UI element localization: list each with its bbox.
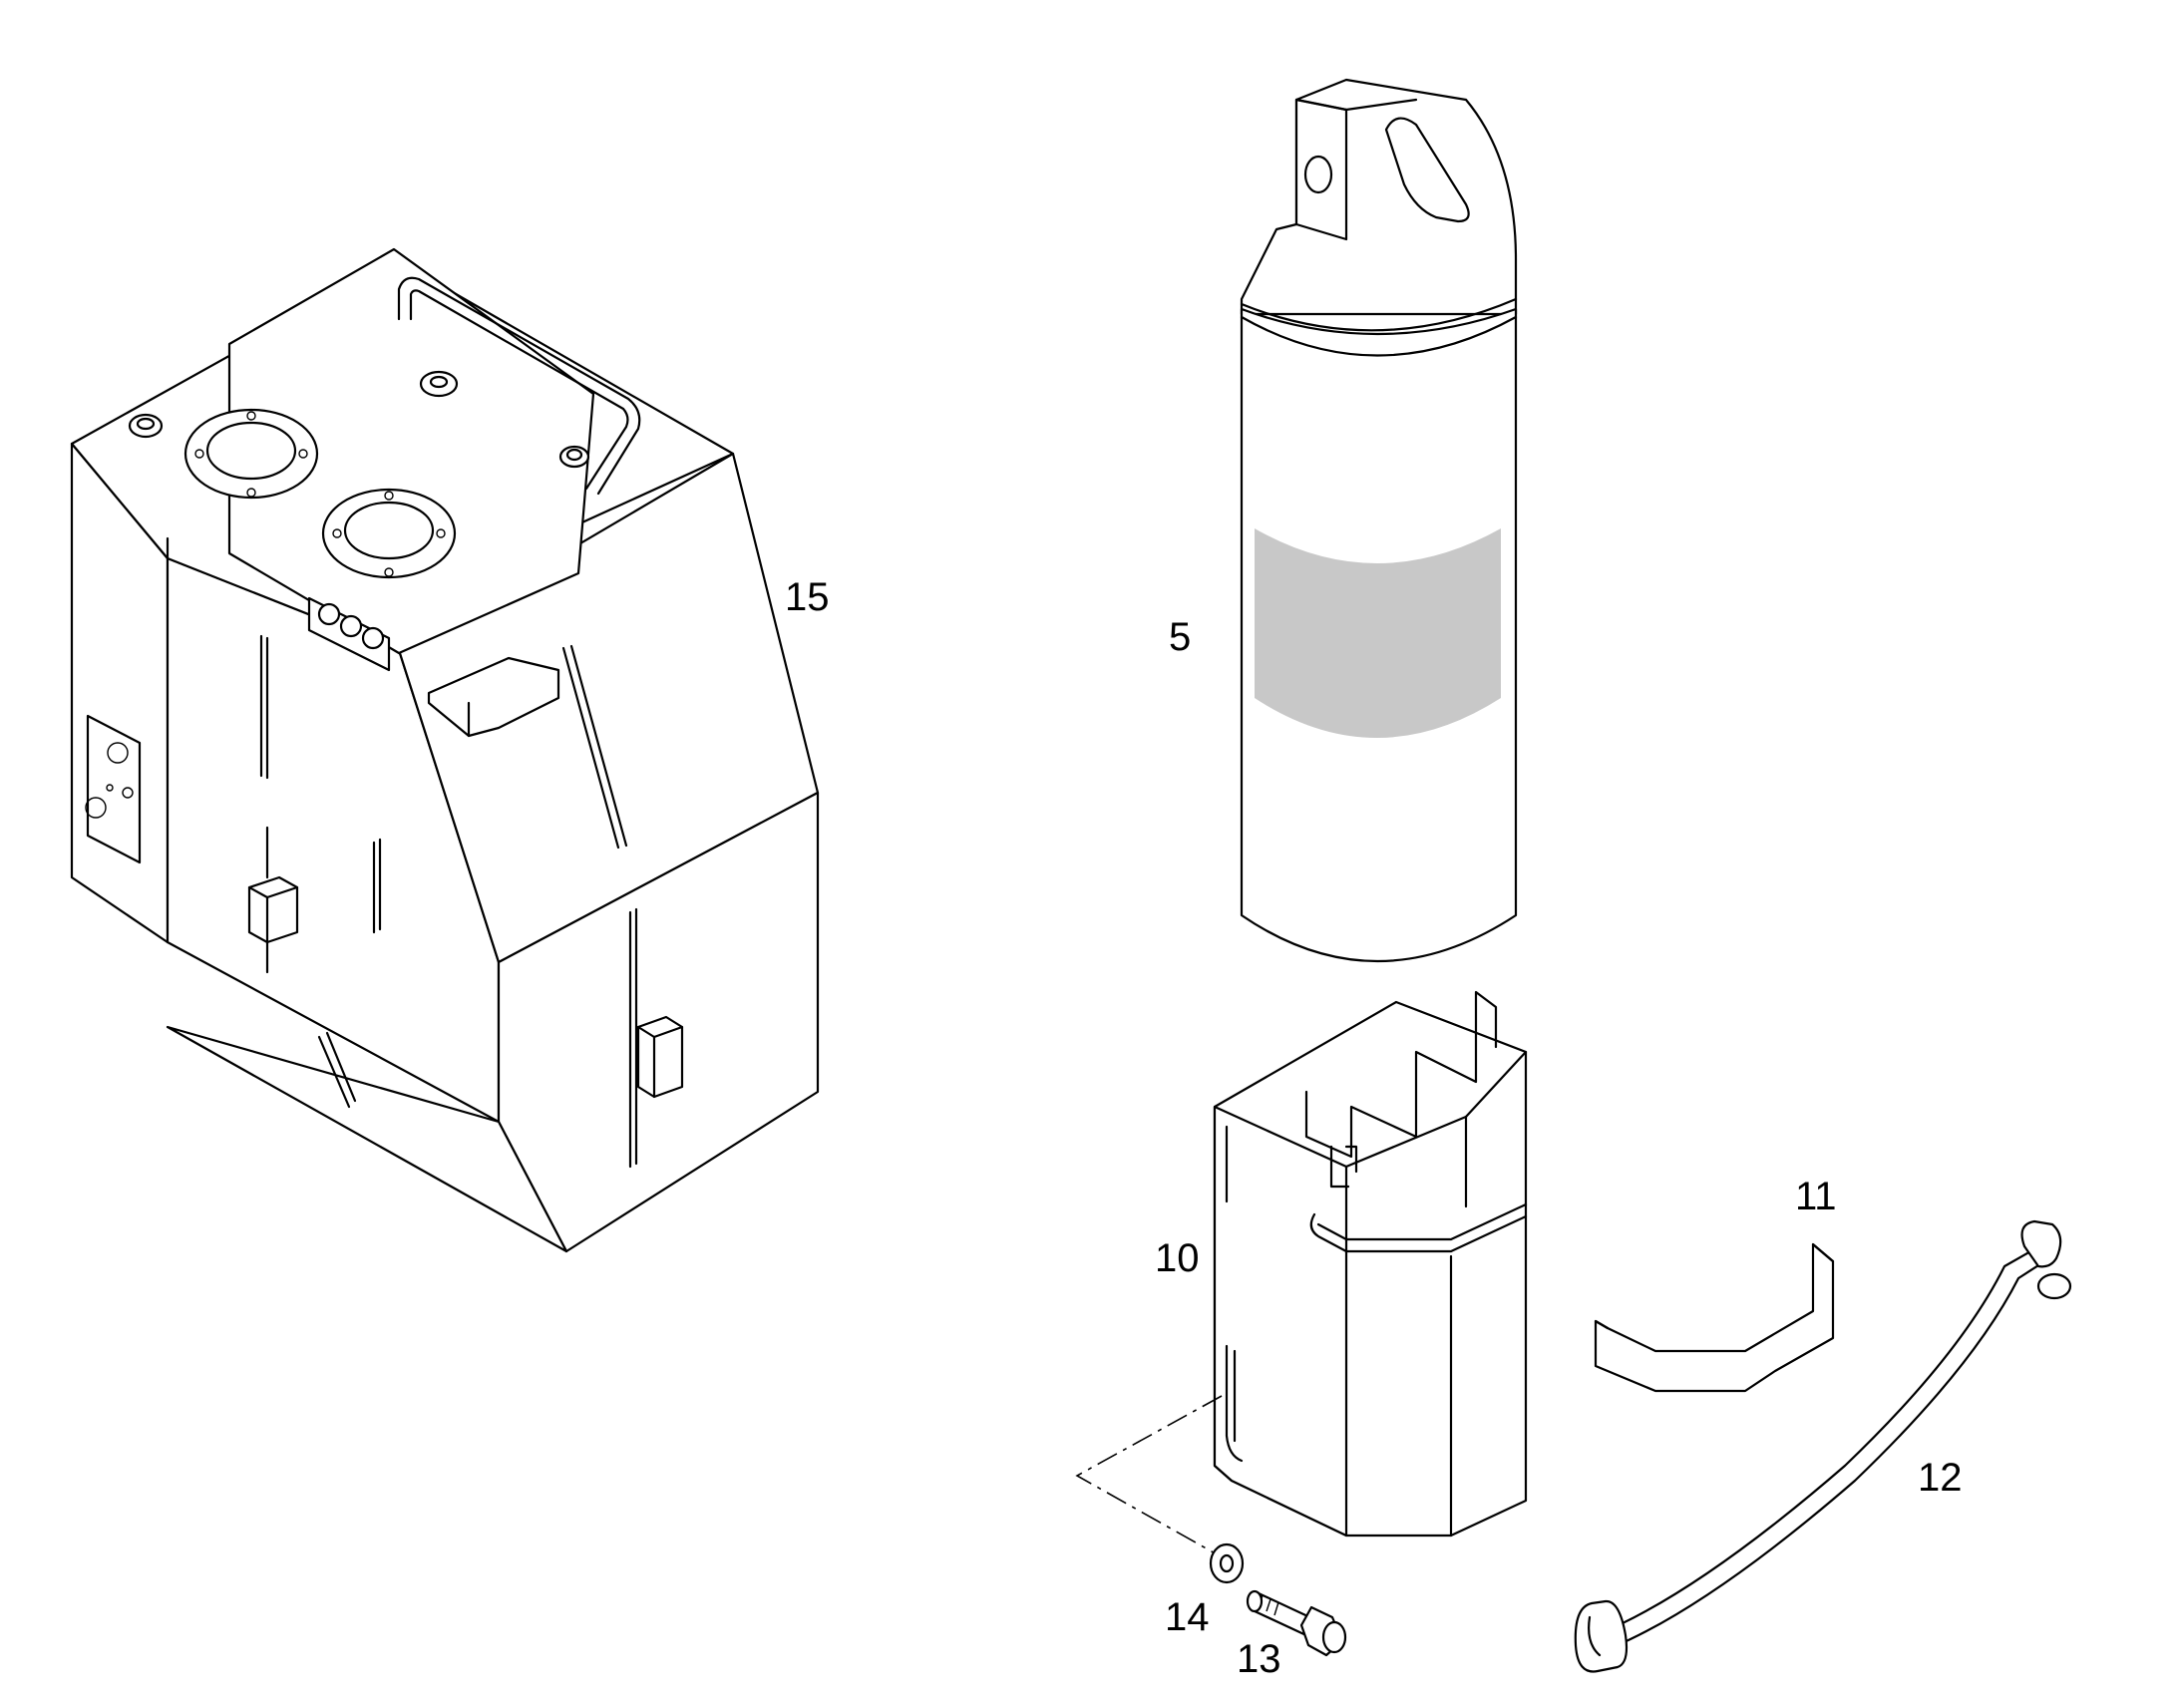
assembly-line — [1075, 1395, 1223, 1556]
callout-10: 10 — [1155, 1236, 1200, 1280]
callout-5: 5 — [1169, 615, 1191, 659]
callout-15: 15 — [785, 575, 830, 619]
retaining-clamp — [1594, 1242, 1835, 1393]
callout-11: 11 — [1795, 1175, 1837, 1218]
callout-13: 13 — [1237, 1637, 1281, 1681]
extinguisher-cylinder — [1240, 78, 1518, 963]
tank-housing — [70, 247, 820, 1253]
cylinder-holder — [1213, 990, 1528, 1537]
strap — [1574, 1219, 2072, 1673]
washer — [1209, 1542, 1245, 1584]
callout-14: 14 — [1165, 1595, 1210, 1639]
bolt — [1246, 1589, 1347, 1657]
callout-12: 12 — [1918, 1456, 1963, 1500]
